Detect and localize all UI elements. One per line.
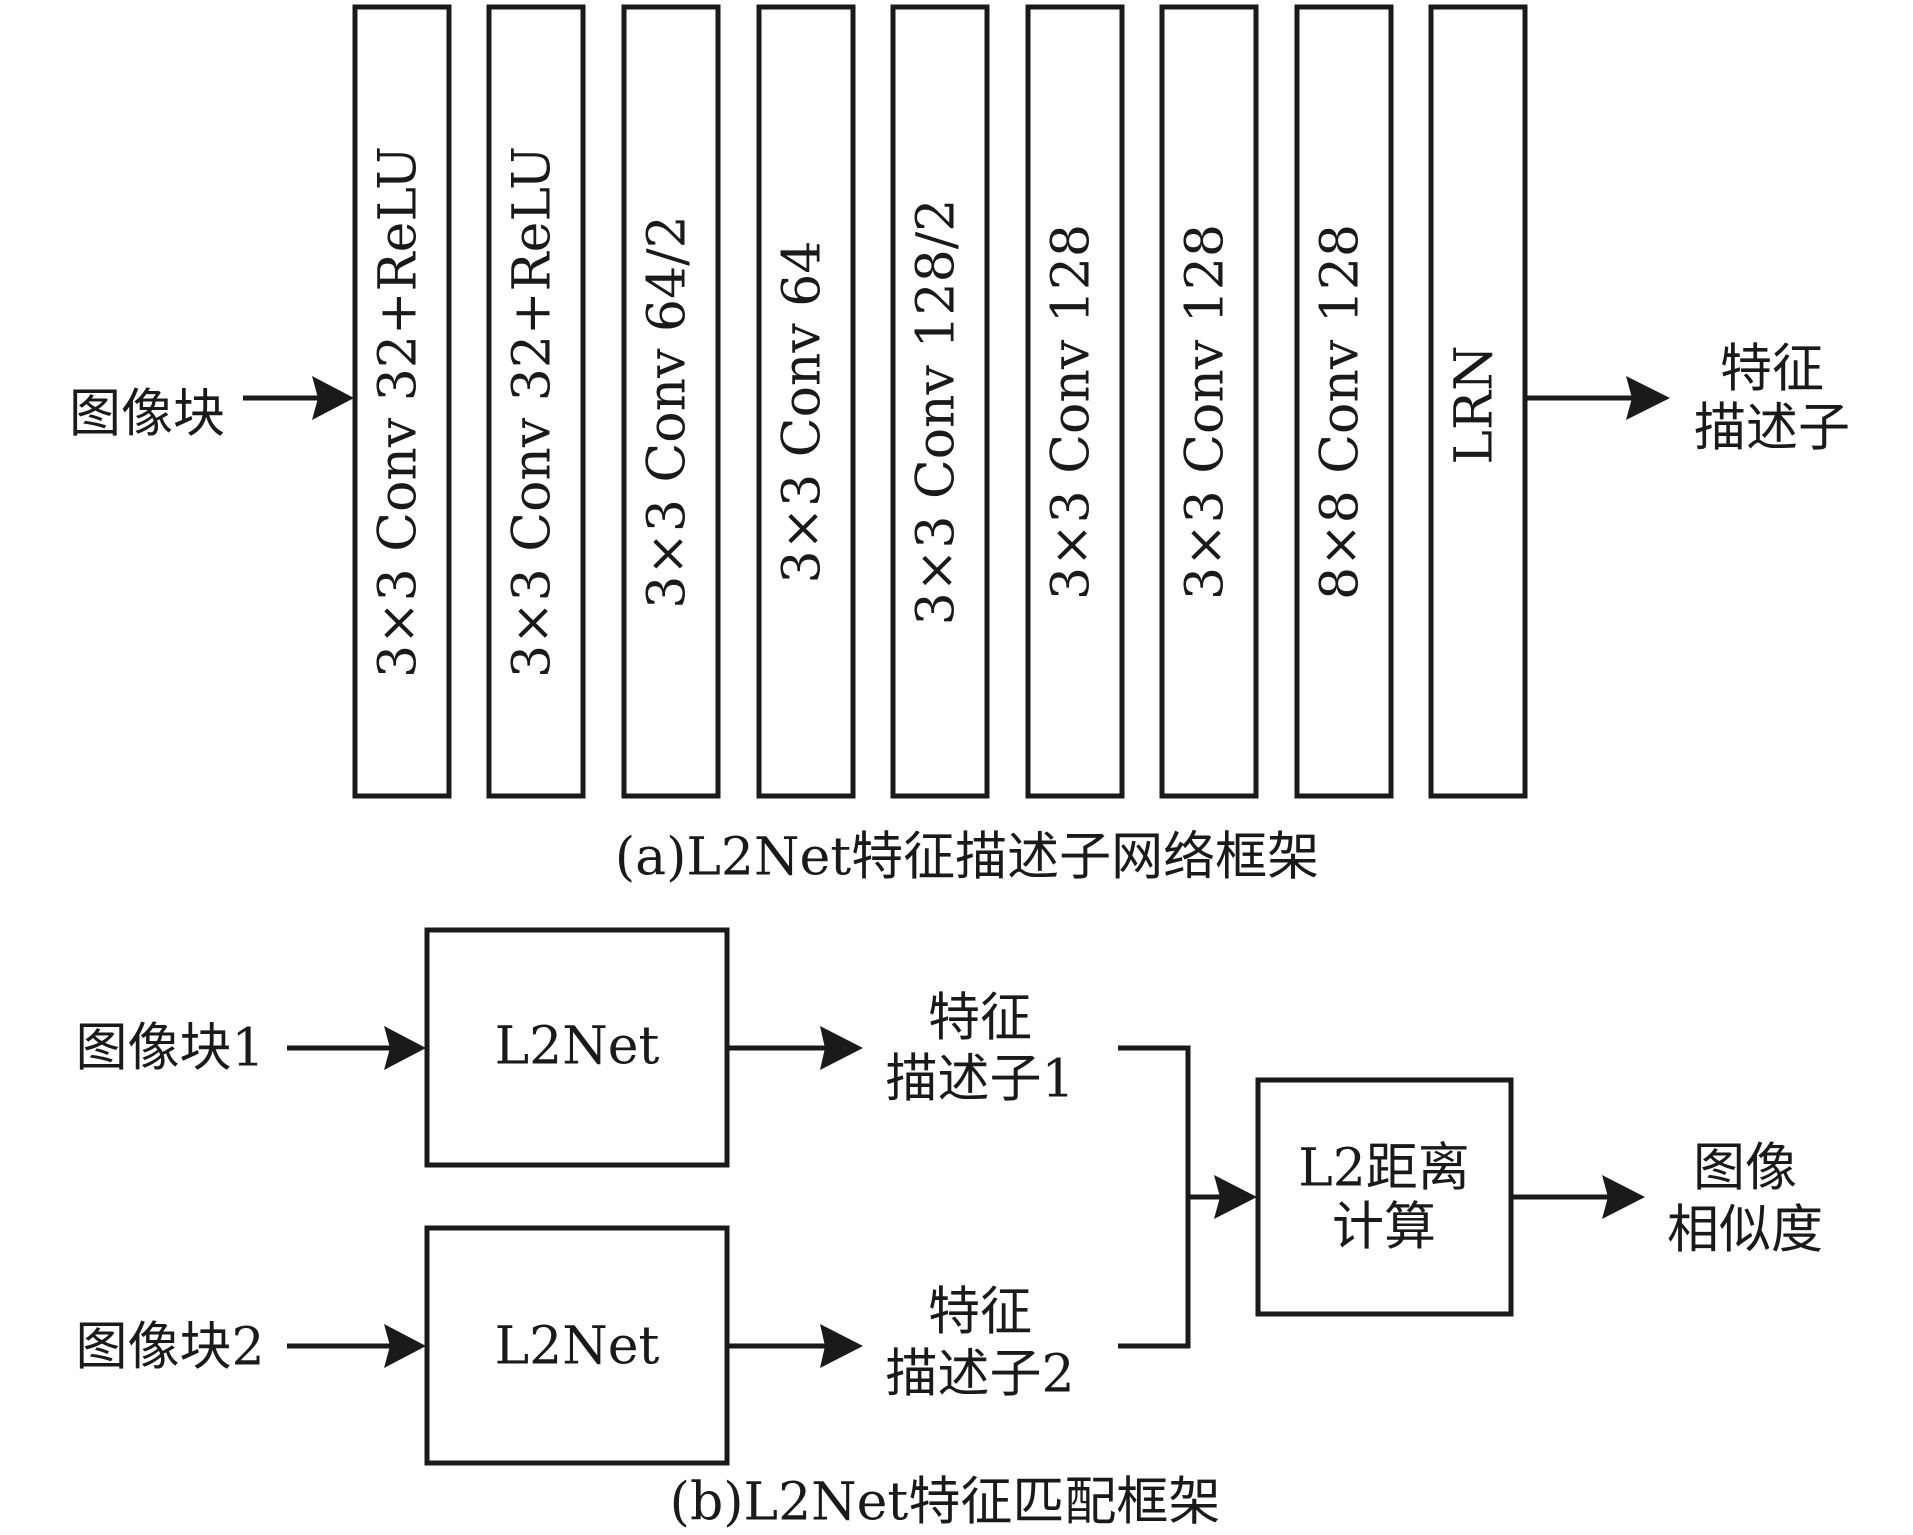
layer-label-4: 3×3 Conv 64 xyxy=(773,241,833,584)
input-patch-label: 图像块 xyxy=(69,385,225,445)
input-1-arrow xyxy=(287,1026,426,1070)
caption-a: (a)L2Net特征描述子网络框架 xyxy=(615,828,1319,888)
layer-box-3: 3×3 Conv 64/2 xyxy=(621,4,721,799)
descriptor-1-arrow xyxy=(727,1026,863,1070)
layer-label-1: 3×3 Conv 32+ReLU xyxy=(369,146,429,678)
layer-box-6: 3×3 Conv 128 xyxy=(1025,4,1125,799)
layer-label-6: 3×3 Conv 128 xyxy=(1042,224,1102,600)
layer-stack: 3×3 Conv 32+ReLU 3×3 Conv 32+ReLU 3×3 Co… xyxy=(352,4,1528,799)
descriptor-2-label-line2: 描述子2 xyxy=(885,1345,1074,1405)
similarity-label-line1: 图像 xyxy=(1693,1139,1797,1199)
l2net-box-1-label: L2Net xyxy=(495,1017,660,1077)
layer-box-7: 3×3 Conv 128 xyxy=(1159,4,1259,799)
l2-distance-label-line2: 计算 xyxy=(1332,1198,1436,1258)
input-patch-1-label: 图像块1 xyxy=(75,1019,264,1079)
layer-box-4: 3×3 Conv 64 xyxy=(756,4,856,799)
output-descriptor-label-line1: 特征 xyxy=(1720,340,1824,400)
descriptor-1-label-line1: 特征 xyxy=(928,989,1032,1049)
descriptor-2-label-line1: 特征 xyxy=(928,1283,1032,1343)
l2net-box-2: L2Net xyxy=(424,1225,730,1466)
layer-box-8: 8×8 Conv 128 xyxy=(1294,4,1394,799)
descriptor-1-label-line2: 描述子1 xyxy=(885,1050,1074,1110)
layer-label-2: 3×3 Conv 32+ReLU xyxy=(503,146,563,678)
figure-b: 图像块1 图像块2 L2Net L2Net 特征 xyxy=(75,927,1823,1533)
layer-label-7: 3×3 Conv 128 xyxy=(1176,224,1236,600)
output-arrow xyxy=(1525,376,1670,420)
merge-connector xyxy=(1118,1045,1257,1349)
layer-label-8: 8×8 Conv 128 xyxy=(1311,224,1371,600)
layer-label-5: 3×3 Conv 128/2 xyxy=(907,199,967,626)
caption-b: (b)L2Net特征匹配框架 xyxy=(670,1473,1221,1533)
layer-box-2: 3×3 Conv 32+ReLU xyxy=(486,4,586,799)
layer-box-1: 3×3 Conv 32+ReLU xyxy=(352,4,452,799)
l2net-box-1: L2Net xyxy=(424,927,730,1168)
l2-distance-box: L2距离 计算 xyxy=(1255,1077,1514,1317)
similarity-label-line2: 相似度 xyxy=(1667,1201,1823,1261)
l2net-box-2-label: L2Net xyxy=(495,1317,660,1377)
descriptor-2-arrow xyxy=(727,1324,863,1368)
input-arrow xyxy=(243,376,354,420)
layer-label-3: 3×3 Conv 64/2 xyxy=(638,215,698,609)
input-patch-2-label: 图像块2 xyxy=(75,1318,264,1378)
layer-box-5: 3×3 Conv 128/2 xyxy=(890,4,990,799)
input-2-arrow xyxy=(287,1324,426,1368)
figure-a: 图像块 3×3 Conv 32+ReLU 3×3 Conv 32+ReLU 3×… xyxy=(69,4,1850,888)
l2-distance-label-line1: L2距离 xyxy=(1298,1139,1470,1199)
similarity-arrow xyxy=(1511,1175,1645,1219)
layer-box-9: LRN xyxy=(1428,4,1528,799)
layer-label-9: LRN xyxy=(1445,345,1505,464)
output-descriptor-label-line2: 描述子 xyxy=(1694,399,1850,459)
